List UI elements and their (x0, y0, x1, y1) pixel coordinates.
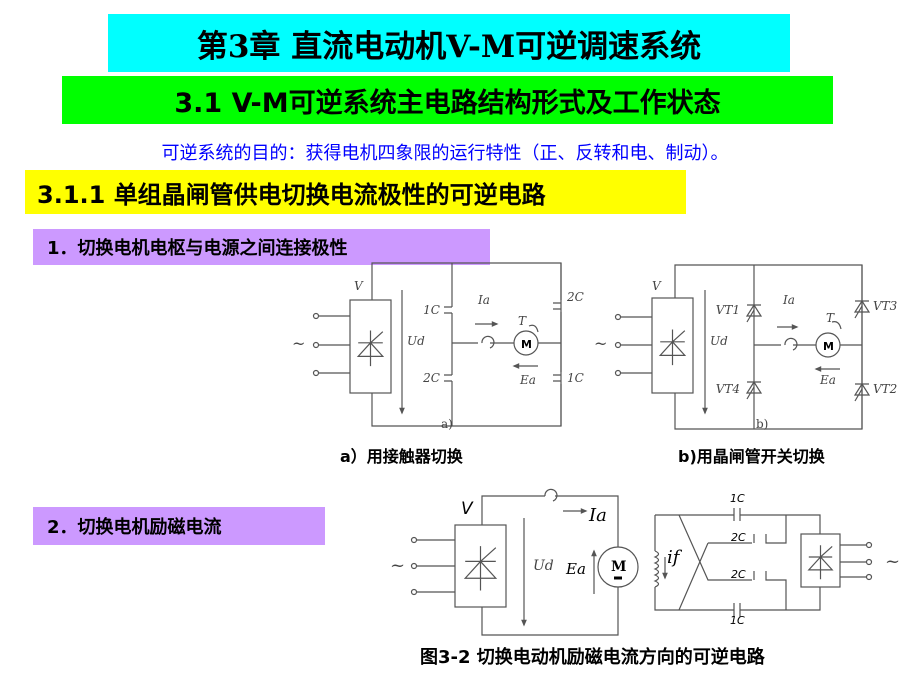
c-right-input-terminal (865, 541, 873, 549)
c-motor-icon (597, 546, 639, 588)
c-input-terminal (410, 588, 418, 596)
b-motor-icon (815, 332, 841, 358)
c-2c-bot: 2C (731, 568, 746, 581)
b-t-label: T (826, 311, 835, 325)
c-input-terminal (410, 562, 418, 570)
b-vt3-label: VT3 (873, 299, 898, 313)
b-vt1-label: VT1 (716, 303, 740, 317)
a-input-terminal (312, 312, 320, 320)
a-input-terminal (312, 369, 320, 377)
c-ud-label: Ud (533, 558, 554, 574)
b-vt2-icon (853, 382, 871, 402)
a-reactor (481, 335, 495, 349)
c-contacts-1c (733, 508, 741, 617)
c-field-wire (654, 514, 821, 611)
b-motor-label: M (823, 340, 834, 353)
b-ud-arrow-head (702, 407, 708, 415)
section-title: 3.1 V-M可逆系统主电路结构形式及工作状态 (62, 76, 833, 124)
a-fig-label: a) (441, 417, 453, 431)
c-contacts-2c (753, 515, 787, 610)
a-ud-label: Ud (407, 334, 425, 348)
b-reactor (784, 337, 798, 351)
b-ea-arrow-head (814, 366, 822, 372)
b-vertical-wires (753, 265, 863, 429)
a-contact-1c (444, 304, 453, 316)
a-2c-bot: 2C (422, 371, 440, 385)
a-t-label: T (518, 314, 527, 328)
item-1-heading: 1．切换电机电枢与电源之间连接极性 (33, 229, 490, 265)
a-ud-arrow-head (399, 407, 405, 415)
purpose-text: 可逆系统的目的：获得电机四象限的运行特性（正、反转和电、制动）。 (161, 143, 729, 164)
a-ia-label: Ia (477, 293, 490, 307)
c-right-input-terminal (865, 573, 873, 581)
subsection-title: 3.1.1 单组晶闸管供电切换电流极性的可逆电路 (25, 170, 686, 214)
b-vt2-label: VT2 (873, 382, 897, 396)
c-if-arrow-head (662, 572, 668, 580)
chapter-title: 第3章 直流电动机V-M可逆调速系统 (108, 14, 790, 72)
item-2-heading: 2．切换电机励磁电流 (33, 507, 325, 545)
thyristor-symbol-icon (658, 329, 687, 366)
a-ea-arrow-head (512, 363, 520, 369)
c-1c-top: 1C (730, 492, 745, 505)
c-ia-arrow-head (580, 508, 588, 514)
c-2c-top: 2C (731, 531, 746, 544)
c-ea-label: Ea (565, 560, 586, 578)
thyristor-symbol-icon (356, 330, 385, 367)
b-vt4-icon (745, 380, 763, 400)
b-ia-label: Ia (782, 293, 795, 307)
b-ac-symbol: ~ (594, 334, 607, 353)
thyristor-symbol-icon (463, 546, 498, 591)
c-field-coil-icon (653, 550, 660, 588)
a-v-label: V (354, 279, 364, 293)
b-fig-label: b) (756, 417, 768, 431)
c-ia-label: Ia (588, 505, 607, 526)
b-input-terminal (614, 369, 622, 377)
a-ac-symbol: ~ (292, 334, 305, 353)
c-ud-arrow-head (521, 619, 527, 627)
c-armature-wire (481, 495, 619, 636)
c-ac-left: ~ (390, 555, 405, 576)
c-input-terminal (410, 536, 418, 544)
a-1c-top: 1C (423, 303, 440, 317)
a-ea-label: Ea (519, 373, 536, 387)
figure-caption: 图3-2 切换电动机励磁电流方向的可逆电路 (420, 647, 765, 668)
c-cross-wires (678, 514, 752, 611)
a-1c-bot: 1C (567, 371, 584, 385)
b-t-arc (831, 321, 842, 330)
thyristor-symbol-icon (807, 545, 834, 580)
c-right-rectifier-box (800, 533, 841, 588)
a-contact-2c (444, 372, 453, 384)
b-vt4-label: VT4 (716, 382, 740, 396)
a-right-contacts (553, 302, 561, 382)
c-motor-label: M (611, 559, 627, 575)
b-v-label: V (652, 279, 662, 293)
a-input-terminal (312, 341, 320, 349)
c-reactor (544, 488, 558, 502)
a-motor-icon (513, 330, 539, 356)
a-t-arc (528, 324, 539, 333)
caption-b: b)用晶闸管开关切换 (678, 447, 825, 466)
b-vt1-icon (745, 303, 763, 323)
caption-a: a）用接触器切换 (340, 447, 463, 466)
b-input-terminal (614, 341, 622, 349)
b-ia-arrow-head (791, 324, 799, 330)
c-ea-arrow-head (591, 549, 597, 557)
c-1c-bot: 1C (730, 614, 745, 627)
c-v-label: V (461, 499, 474, 519)
a-ia-arrow-head (491, 321, 499, 327)
b-input-terminal (614, 313, 622, 321)
a-motor-label: M (521, 338, 532, 351)
a-rectifier-box (349, 299, 392, 394)
c-if-label: if (667, 547, 683, 568)
a-2c-top: 2C (566, 290, 584, 304)
c-right-input-terminal (865, 558, 873, 566)
b-ud-label: Ud (710, 334, 728, 348)
c-ac-right: ~ (885, 551, 900, 572)
b-vt3-icon (853, 299, 871, 319)
b-ea-label: Ea (819, 373, 836, 387)
